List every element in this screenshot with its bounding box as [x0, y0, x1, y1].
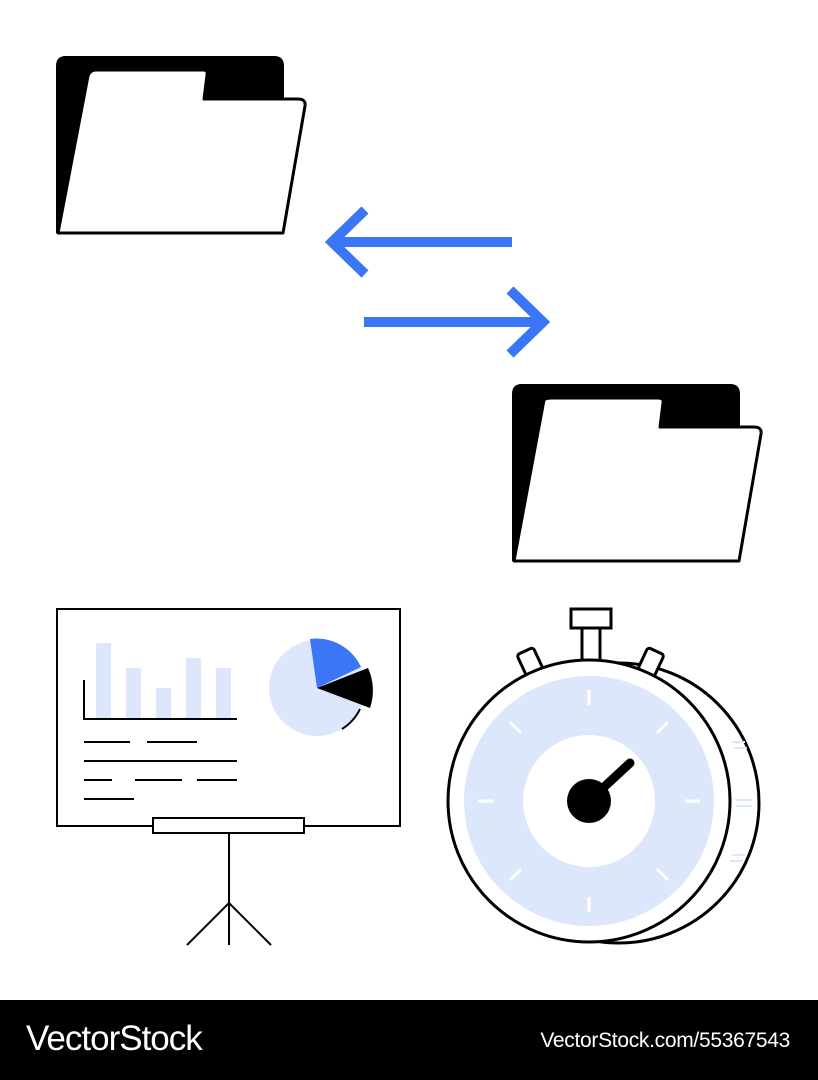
tripod-stand — [186, 833, 272, 946]
arrow-left-icon — [324, 206, 512, 278]
brand-logo-text[interactable]: VectorStock — [26, 1019, 203, 1058]
presentation-board-icon — [56, 608, 401, 946]
folder-icon — [56, 56, 307, 235]
arrow-right-icon — [364, 286, 551, 358]
folder-icon — [512, 384, 763, 563]
text-lines-graphic — [84, 741, 237, 800]
bar-chart-graphic — [83, 643, 237, 720]
pie-chart-graphic — [269, 638, 373, 736]
stopwatch-icon — [446, 607, 761, 945]
footer-bar: VectorStock VectorStock.com/55367543 — [0, 1000, 818, 1080]
dial-ticks — [478, 690, 700, 912]
stock-id-text: VectorStock.com/55367543 — [540, 1029, 790, 1052]
